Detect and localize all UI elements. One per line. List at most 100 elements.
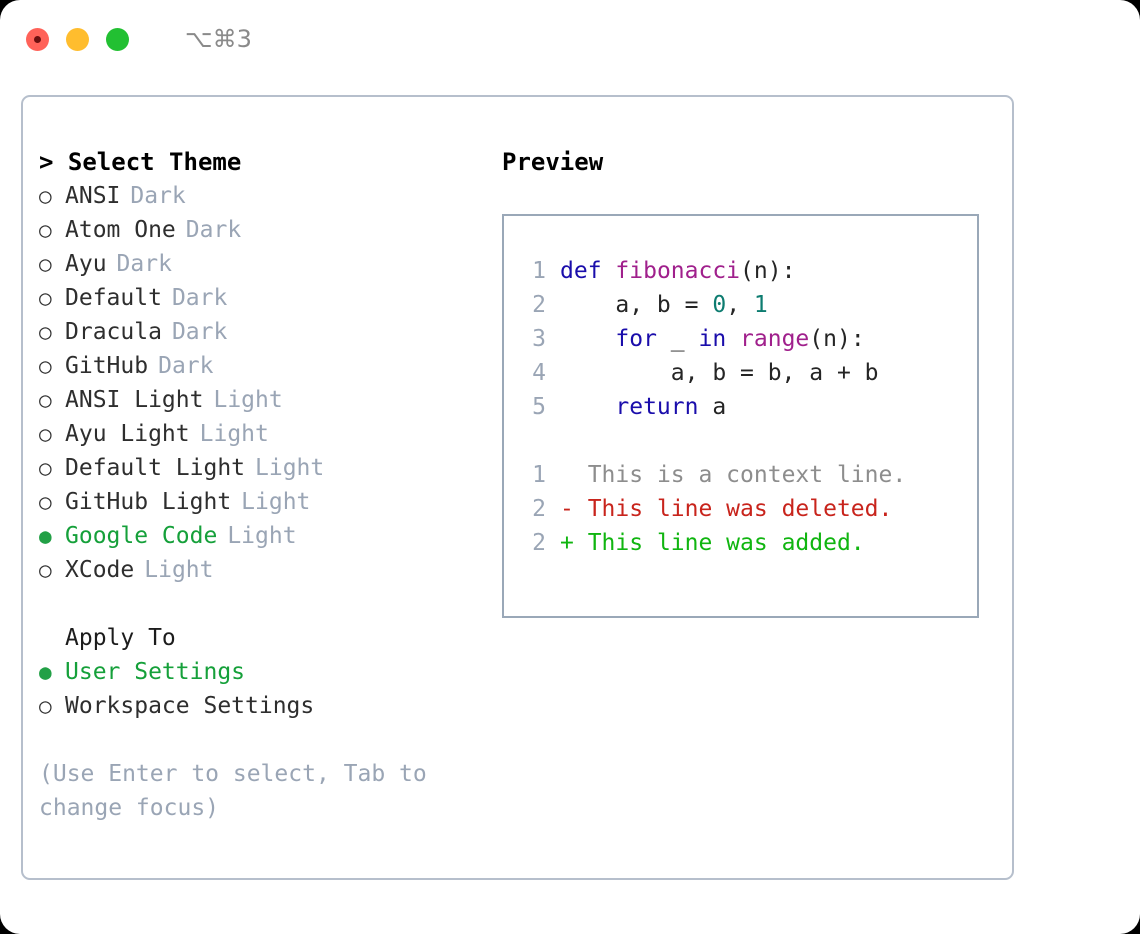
apply-to-title: Apply To: [65, 625, 176, 651]
radio-unselected-icon[interactable]: ○: [39, 184, 52, 208]
code-token-pl: (n):: [809, 326, 865, 352]
theme-variant-badge: Light: [199, 421, 269, 447]
keyboard-shortcut-label: ⌥⌘3: [185, 25, 252, 53]
apply-to-label: User Settings: [65, 659, 246, 685]
code-line-text: def fibonacci(n):: [560, 254, 795, 288]
theme-name-label: XCode: [65, 557, 135, 583]
theme-variant-badge: Dark: [116, 251, 172, 277]
theme-variant-badge: Light: [227, 523, 297, 549]
radio-unselected-icon[interactable]: ○: [39, 694, 52, 718]
code-line-text: return a: [560, 390, 726, 424]
theme-name-label: GitHub Light: [65, 489, 232, 515]
radio-unselected-icon[interactable]: ○: [39, 456, 52, 480]
code-token-pl: [560, 326, 615, 352]
line-number: 2: [532, 530, 546, 556]
code-token-fn: range: [740, 326, 810, 352]
code-line-text: a, b = 0, 1: [560, 288, 768, 322]
code-token-pl: a, b = b, a + b: [560, 360, 879, 386]
theme-variant-badge: Light: [241, 489, 311, 515]
line-number: 3: [532, 326, 546, 352]
traffic-light-group: [26, 27, 129, 51]
code-token-pl: a: [698, 394, 727, 420]
diff-line-text: This line was added.: [573, 530, 865, 556]
line-number: 1: [532, 462, 546, 488]
line-number: 4: [532, 360, 546, 386]
theme-option-row[interactable]: ○ GitHub Light Light: [39, 485, 489, 519]
code-line: 2 a, b = 0, 1: [504, 288, 977, 322]
code-line: 4 a, b = b, a + b: [504, 356, 977, 390]
theme-option-row[interactable]: ○ Ayu Dark: [39, 247, 489, 281]
maximize-button[interactable]: [106, 27, 129, 51]
code-token-fn: fibonacci: [615, 258, 741, 284]
apply-to-option-row[interactable]: ● User Settings: [39, 655, 489, 689]
theme-option-row[interactable]: ○ ANSI Dark: [39, 179, 489, 213]
radio-selected-icon[interactable]: ●: [39, 660, 52, 684]
code-line: 3 for _ in range(n):: [504, 322, 977, 356]
theme-option-row[interactable]: ○ Dracula Dark: [39, 315, 489, 349]
radio-unselected-icon[interactable]: ○: [39, 354, 52, 378]
theme-option-row[interactable]: ○ Default Light Light: [39, 451, 489, 485]
theme-name-label: Default: [65, 285, 162, 311]
theme-name-label: Default Light: [65, 455, 246, 481]
code-token-pl: a, b =: [560, 292, 713, 318]
code-diff-separator: [504, 424, 977, 458]
radio-unselected-icon[interactable]: ○: [39, 286, 52, 310]
code-token-pl: [602, 258, 616, 284]
radio-unselected-icon[interactable]: ○: [39, 422, 52, 446]
theme-variant-badge: Dark: [171, 319, 228, 345]
theme-name-label: ANSI: [65, 183, 121, 209]
theme-name-label: Atom One: [65, 217, 176, 243]
code-token-kw: return: [615, 394, 699, 420]
radio-unselected-icon[interactable]: ○: [39, 218, 52, 242]
radio-unselected-icon[interactable]: ○: [39, 388, 52, 412]
close-button[interactable]: [26, 27, 49, 51]
theme-name-label: Google Code: [65, 523, 218, 549]
radio-unselected-icon[interactable]: ○: [39, 252, 52, 276]
theme-name-label: Dracula: [65, 319, 162, 345]
theme-name-label: Ayu: [65, 251, 107, 277]
theme-name-label: GitHub: [65, 353, 149, 379]
line-number: 5: [532, 394, 546, 420]
theme-option-row[interactable]: ○ Atom One Dark: [39, 213, 489, 247]
apply-to-label: Workspace Settings: [65, 693, 315, 719]
theme-variant-badge: Dark: [130, 183, 186, 209]
theme-variant-badge: Dark: [171, 285, 228, 311]
theme-variant-badge: Light: [213, 387, 283, 413]
code-token-pl: [726, 326, 740, 352]
code-line-text: for _ in range(n):: [560, 322, 865, 356]
code-token-pl: (n):: [740, 258, 796, 284]
radio-unselected-icon[interactable]: ○: [39, 490, 52, 514]
theme-option-row[interactable]: ○ ANSI Light Light: [39, 383, 489, 417]
code-token-num: 1: [753, 292, 768, 318]
code-token-kw: in: [698, 326, 727, 352]
theme-name-label: ANSI Light: [65, 387, 204, 413]
code-token-pl: ,: [726, 292, 754, 318]
radio-selected-icon[interactable]: ●: [39, 524, 52, 548]
radio-unselected-icon[interactable]: ○: [39, 558, 52, 582]
minimize-button[interactable]: [66, 27, 89, 51]
apply-to-list[interactable]: ● User Settings ○ Workspace Settings: [39, 655, 489, 723]
apply-to-option-row[interactable]: ○ Workspace Settings: [39, 689, 489, 723]
theme-variant-badge: Light: [255, 455, 325, 481]
diff-marker: +: [560, 530, 574, 556]
diff-line-text: This is a context line.: [573, 462, 907, 488]
theme-option-row[interactable]: ● Google Code Light: [39, 519, 489, 553]
code-line: 5 return a: [504, 390, 977, 424]
diff-line-text: This line was deleted.: [573, 496, 893, 522]
preview-title: Preview: [502, 148, 604, 176]
diff-marker: -: [560, 496, 574, 522]
theme-variant-badge: Dark: [185, 217, 242, 243]
radio-unselected-icon[interactable]: ○: [39, 320, 52, 344]
theme-option-row[interactable]: ○ Default Dark: [39, 281, 489, 315]
diff-marker: [560, 458, 574, 492]
